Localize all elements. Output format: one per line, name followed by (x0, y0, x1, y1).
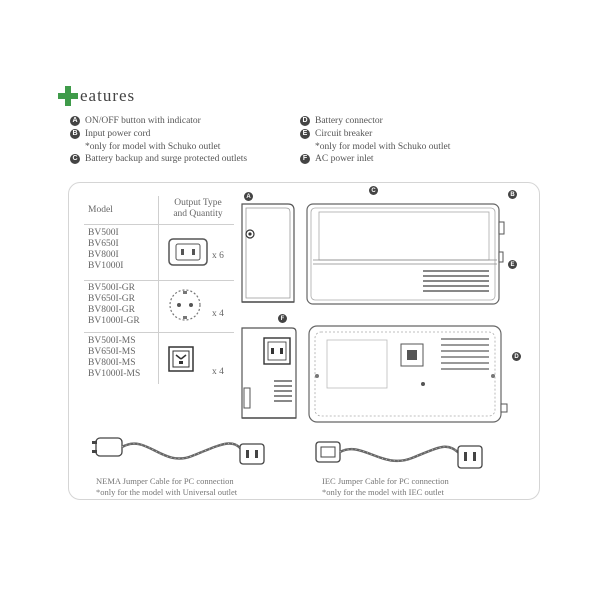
schuko-outlet-icon (169, 289, 201, 321)
badge-a: A (70, 116, 80, 126)
feature-text: Battery connector (315, 116, 383, 126)
table-rule (84, 332, 234, 333)
features-list-left: A ON/OFF button with indicator B Input p… (70, 115, 247, 166)
model-name: BV500I (88, 228, 119, 238)
ups-front-view (241, 203, 295, 303)
feature-item-d: D Battery connector (300, 115, 450, 127)
nema-cable-illustration (92, 437, 265, 465)
table-divider (158, 196, 159, 384)
feature-item-e: E Circuit breaker (300, 128, 450, 140)
table-rule (84, 280, 234, 281)
model-name: BV500I-GR (88, 283, 135, 293)
nema-caption-line2: *only for the model with Universal outle… (96, 487, 238, 497)
nema-caption: NEMA Jumper Cable for PC connection *onl… (96, 476, 296, 498)
quantity-label: x 4 (212, 309, 224, 319)
feature-text: Input power cord (85, 129, 151, 139)
feature-note: *only for model with Schuko outlet (315, 142, 451, 152)
power-button-icon (245, 229, 255, 239)
col-model-header: Model (88, 205, 113, 215)
badge-d: D (300, 116, 310, 126)
badge-d-diagram: D (512, 352, 521, 361)
col-output-header: Output Type and Quantity (168, 198, 228, 220)
features-title: eatures (80, 86, 136, 105)
col-output-line2: and Quantity (173, 209, 223, 219)
universal-outlet-icon (168, 238, 208, 266)
model-name: BV800I-GR (88, 305, 135, 315)
col-output-line1: Output Type (174, 198, 222, 208)
badge-a-diagram: A (244, 192, 253, 201)
badge-c-diagram: C (369, 186, 378, 195)
model-group-3: BV500I-MS BV650I-MS BV800I-MS BV1000I-MS (88, 336, 140, 380)
badge-e: E (300, 129, 310, 139)
table-rule (84, 224, 234, 225)
model-name: BV1000I (88, 261, 124, 271)
ups-top-view (306, 203, 505, 305)
model-group-1: BV500I BV650I BV800I BV1000I (88, 228, 123, 272)
iec-outlet-icon (168, 346, 194, 372)
feature-item-a: A ON/OFF button with indicator (70, 115, 247, 127)
badge-b-diagram: B (508, 190, 517, 199)
model-name: BV800I (88, 250, 119, 260)
badge-e-diagram: E (508, 260, 517, 269)
badge-c: C (70, 154, 80, 164)
model-name: BV500I-MS (88, 336, 136, 346)
model-name: BV650I (88, 239, 119, 249)
features-heading: eatures (58, 86, 135, 106)
feature-text: ON/OFF button with indicator (85, 116, 201, 126)
nema-caption-line1: NEMA Jumper Cable for PC connection (96, 476, 234, 486)
ups-rear-view (241, 327, 297, 419)
badge-f: F (300, 154, 310, 164)
model-name: BV1000I-GR (88, 316, 140, 326)
feature-text: AC power inlet (315, 154, 374, 164)
feature-text: Circuit breaker (315, 129, 373, 139)
feature-item-f: F AC power inlet (300, 153, 450, 165)
iec-cable-illustration (315, 441, 483, 469)
iec-caption-line2: *only for the model with IEC outlet (322, 487, 444, 497)
iec-caption-line1: IEC Jumper Cable for PC connection (322, 476, 449, 486)
quantity-label: x 4 (212, 367, 224, 377)
feature-text: Battery backup and surge protected outle… (85, 154, 248, 164)
feature-item-c: C Battery backup and surge protected out… (70, 153, 247, 165)
feature-note: *only for model with Schuko outlet (85, 142, 221, 152)
battery-connector-icon (400, 343, 424, 367)
model-group-2: BV500I-GR BV650I-GR BV800I-GR BV1000I-GR (88, 283, 140, 327)
model-name: BV650I-MS (88, 347, 136, 357)
iec-caption: IEC Jumper Cable for PC connection *only… (322, 476, 522, 498)
ups-bottom-view (308, 325, 508, 423)
badge-b: B (70, 129, 80, 139)
features-list-right: D Battery connector E Circuit breaker *o… (300, 115, 450, 166)
badge-f-diagram: F (278, 314, 287, 323)
feature-item-b: B Input power cord (70, 128, 247, 140)
model-name: BV800I-MS (88, 358, 136, 368)
diagram-panel (68, 182, 540, 500)
model-name: BV1000I-MS (88, 369, 141, 379)
model-name: BV650I-GR (88, 294, 135, 304)
green-cross-icon (58, 86, 78, 106)
quantity-label: x 6 (212, 251, 224, 261)
